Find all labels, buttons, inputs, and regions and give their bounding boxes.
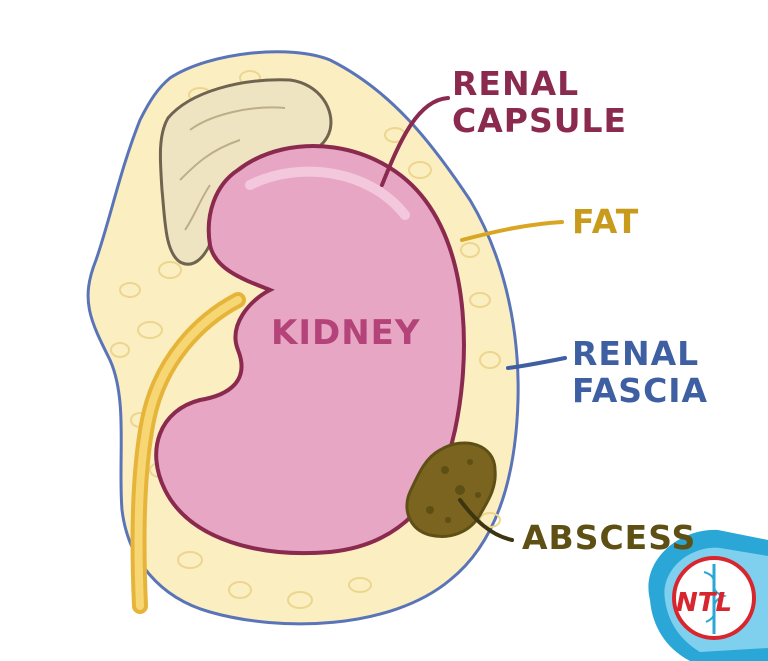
renal-capsule-label-line1: RENAL — [452, 64, 580, 103]
abscess-texture — [426, 459, 481, 523]
renal-fascia-label: RENAL FASCIA — [572, 334, 709, 410]
abscess-leader — [458, 498, 514, 542]
fat-label: FAT — [572, 202, 640, 241]
renal-capsule-label-line2: CAPSULE — [452, 100, 628, 140]
kidney — [154, 144, 466, 556]
logo-text: NTL — [676, 588, 733, 618]
ntl-logo — [648, 529, 768, 661]
kidney-label: KIDNEY — [271, 313, 421, 353]
renal-capsule-leader — [380, 96, 450, 187]
renal-fascia-label-line2: FASCIA — [572, 370, 709, 410]
fat-leader — [460, 220, 564, 242]
renal-fascia-leader — [506, 356, 567, 370]
fat-texture — [110, 70, 501, 609]
renal-fascia-label-line1: RENAL — [572, 334, 700, 373]
renal-capsule-label: RENAL CAPSULE — [452, 64, 628, 140]
abscess-label: ABSCESS — [522, 518, 697, 557]
